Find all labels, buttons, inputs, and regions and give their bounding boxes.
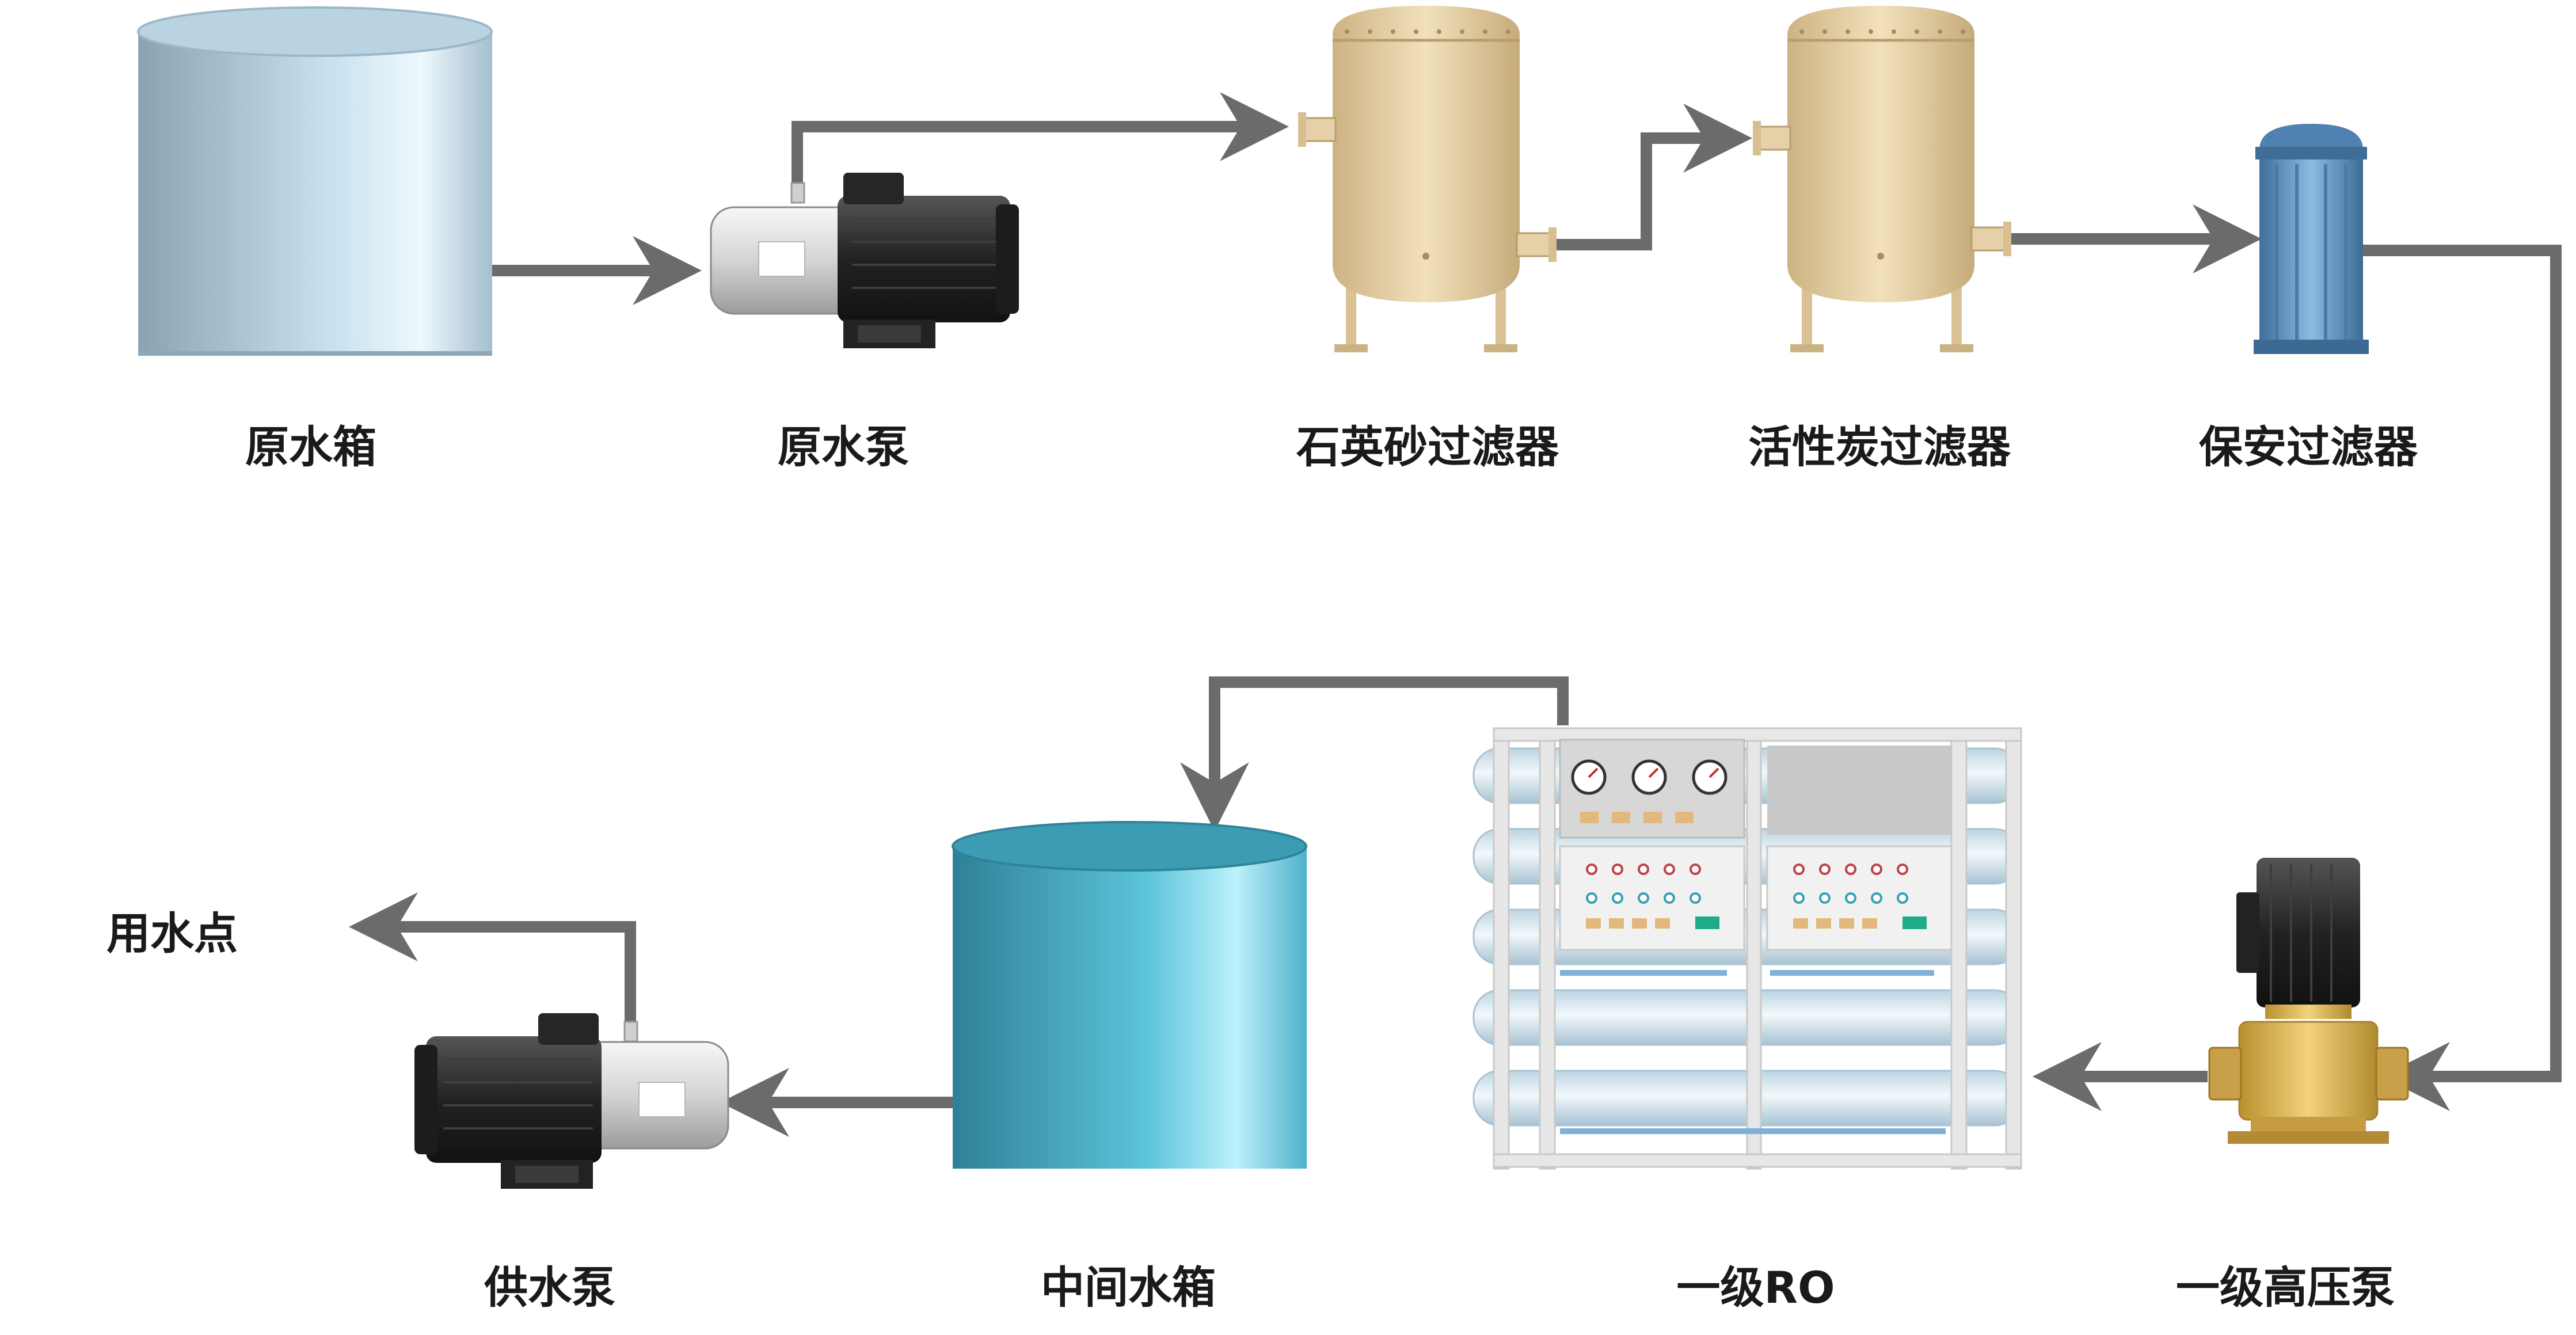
raw-tank-icon [137,6,493,356]
pipe-sand-to-carbon [1551,104,1752,250]
label-security-filter: 保安过滤器 [2199,421,2418,473]
mid-tank-icon [952,821,1307,1169]
label-hp-pump: 一级高压泵 [2176,1262,2395,1313]
pipe-supplypump-to-usepoint [349,892,636,1030]
raw-pump-icon [710,173,1019,348]
supply-pump-icon [414,1013,729,1189]
label-ro-unit: 一级RO [1676,1262,1835,1313]
security-filter-icon [2254,124,2369,354]
label-mid-tank: 中间水箱 [1041,1262,1216,1313]
label-use-point: 用水点 [106,908,238,959]
pipe-security-to-hppump [2363,245,2562,1111]
pipes [349,92,2562,1137]
label-supply-pump: 供水泵 [484,1262,615,1313]
label-sand-filter: 石英砂过滤器 [1296,421,1559,473]
hp-pump-icon [2208,858,2409,1144]
ro-unit-icon [1472,727,2022,1170]
label-raw-tank: 原水箱 [245,421,376,473]
carbon-filter-icon [1753,6,2011,352]
sand-filter-icon [1298,6,1557,352]
pipe-rawpump-to-sandfilter [792,92,1289,190]
label-raw-pump: 原水泵 [778,421,909,473]
label-carbon-filter: 活性炭过滤器 [1748,421,2011,473]
pipe-ro-to-midtank [1180,676,1569,831]
